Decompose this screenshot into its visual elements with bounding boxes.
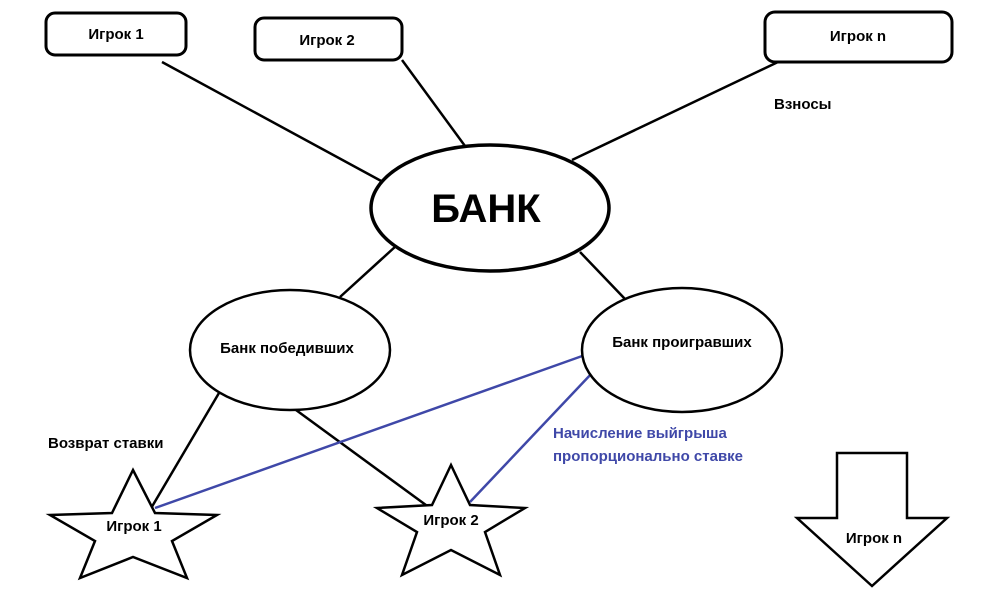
star-icon <box>372 462 530 578</box>
connector-lines <box>148 59 779 511</box>
bank-node: БАНК <box>369 143 611 273</box>
line-bank-losers <box>579 251 626 300</box>
loser-arrow-label: Игрок n <box>846 530 902 547</box>
player-box-1-label: Игрок 1 <box>88 26 143 43</box>
player-box-1: Игрок 1 <box>44 11 188 57</box>
line-player1-bank <box>161 60 384 184</box>
line-winners-star1 <box>148 392 221 511</box>
line-playern-bank <box>571 60 779 162</box>
loser-arrow: Игрок n <box>793 451 951 588</box>
losers-bank-label: Банк проигравших <box>612 334 752 351</box>
payout-line-star1 <box>154 353 586 510</box>
refund-label: Возврат ставки <box>48 435 163 452</box>
payout-label-line-1: Начисление выйгрыша <box>553 425 728 442</box>
star-icon <box>45 467 222 581</box>
winners-bank-label: Банк победивших <box>220 340 354 357</box>
player-box-2: Игрок 2 <box>253 16 404 62</box>
player-box-n-label: Игрок n <box>830 28 886 45</box>
player-box-2-label: Игрок 2 <box>299 32 354 49</box>
winner-star-2-label: Игрок 2 <box>423 512 478 529</box>
line-bank-winners <box>339 245 397 298</box>
line-winners-star2 <box>295 408 431 510</box>
player-box-n: Игрок n <box>763 10 954 64</box>
losers-bank-node: Банк проигравших <box>580 286 784 414</box>
arrow-down-icon <box>793 451 951 588</box>
payout-lines <box>154 353 594 510</box>
payout-label-line-2: пропорционально ставке <box>553 448 743 465</box>
payout-label: Начисление выйгрыша пропорционально став… <box>553 425 743 465</box>
contributions-label: Взносы <box>774 96 831 113</box>
payout-line-star2 <box>469 371 594 503</box>
bank-label: БАНК <box>431 187 541 231</box>
line-player2-bank <box>400 59 467 147</box>
winner-star-1: Игрок 1 <box>45 467 222 581</box>
winners-bank-node: Банк победивших <box>188 288 392 412</box>
winner-star-1-label: Игрок 1 <box>106 518 161 535</box>
winner-star-2: Игрок 2 <box>372 462 530 578</box>
